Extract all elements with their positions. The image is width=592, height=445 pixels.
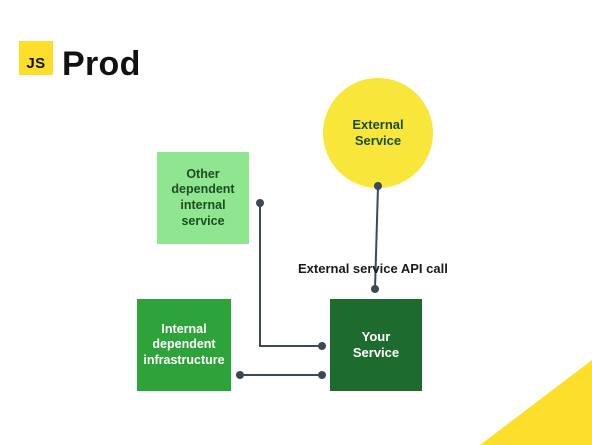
node-label-line: infrastructure bbox=[143, 352, 225, 367]
connectors bbox=[236, 182, 382, 379]
node-label-line: Other bbox=[186, 166, 220, 181]
other-internal-service-node bbox=[157, 152, 249, 244]
node-label-line: External bbox=[352, 116, 404, 132]
node-label-line: service bbox=[181, 213, 225, 228]
node-label-line: Service bbox=[354, 133, 402, 148]
js-logo-badge: JS bbox=[19, 41, 53, 75]
api-call-edge-label: External service API call bbox=[298, 261, 448, 276]
corner-accent bbox=[480, 360, 592, 445]
connector-endpoint-dot bbox=[318, 342, 326, 350]
node-label-line: dependent bbox=[152, 337, 216, 352]
node-label-line: Internal bbox=[161, 321, 207, 336]
connector-endpoint-dot bbox=[374, 182, 382, 190]
other-internal-service-label: Other dependent internal service bbox=[157, 152, 249, 244]
connector-endpoint-dot bbox=[371, 285, 379, 293]
internal-infrastructure-node bbox=[137, 299, 231, 391]
node-label-line: dependent bbox=[171, 182, 235, 197]
connector-endpoint-dot bbox=[256, 199, 264, 207]
slide-title: Prod bbox=[62, 45, 141, 83]
external-service-label: External Service bbox=[323, 108, 433, 158]
node-label-line: Service bbox=[352, 345, 400, 360]
your-service-node bbox=[330, 299, 422, 391]
connector-endpoint-dot bbox=[318, 371, 326, 379]
external-service-node bbox=[323, 78, 433, 188]
internal-infrastructure-label: Internal dependent infrastructure bbox=[133, 299, 235, 391]
node-label-line: internal bbox=[180, 198, 226, 212]
js-logo-label: JS bbox=[26, 55, 46, 72]
other-to-your-connector bbox=[259, 203, 322, 347]
external-to-your-connector bbox=[374, 185, 379, 290]
node-label-line: Your bbox=[361, 328, 391, 344]
connector-endpoint-dot bbox=[236, 371, 244, 379]
your-service-label: Your Service bbox=[330, 299, 422, 391]
